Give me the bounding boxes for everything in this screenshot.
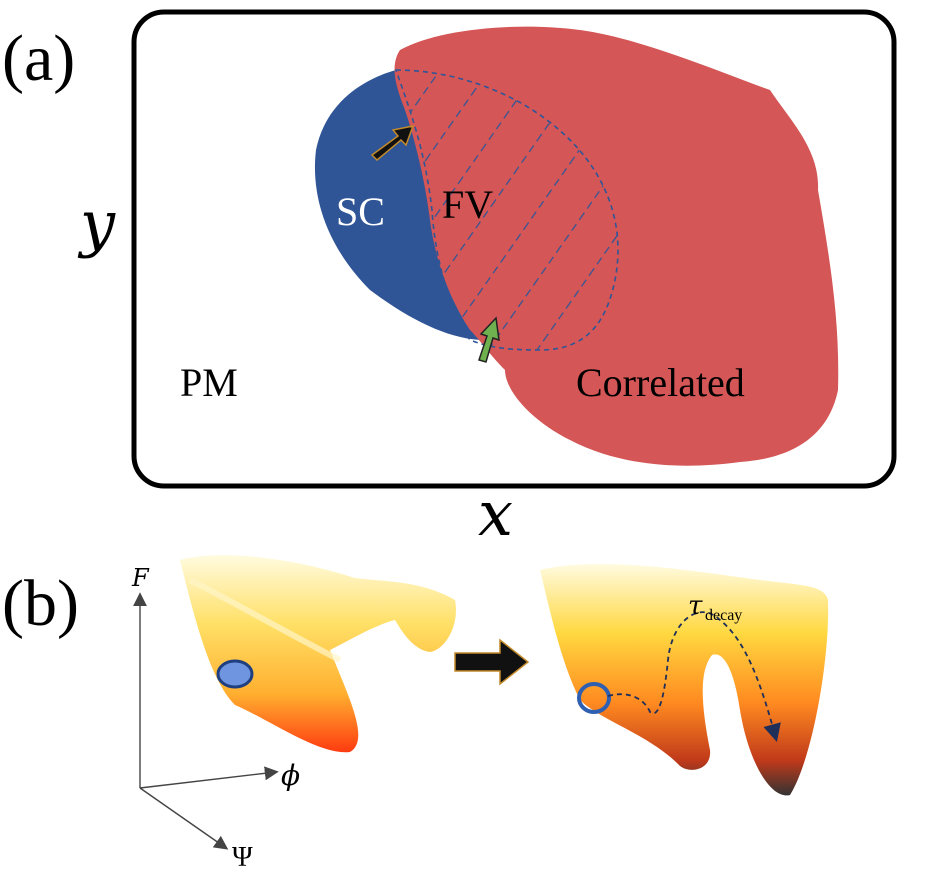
free-energy-axes <box>133 592 279 850</box>
decayed-free-energy-landscape: τ decay <box>540 564 829 796</box>
green-arrow <box>478 316 500 363</box>
fv-label: FV <box>442 182 493 227</box>
black-arrow <box>370 125 415 162</box>
metastable-state-ring <box>577 682 611 714</box>
psi-axis-label: Ψ <box>232 842 253 873</box>
pm-label: PM <box>180 360 238 405</box>
decay-path <box>607 611 781 742</box>
correlated-label: Correlated <box>576 360 745 405</box>
panel-a-label: (a) <box>2 22 75 95</box>
panel-a: (a) SC FV PM Correlated y x <box>2 9 897 550</box>
tau-symbol: τ <box>688 591 703 621</box>
sc-label: SC <box>336 189 385 234</box>
system-state-ball <box>216 659 254 689</box>
fv-region <box>394 69 619 351</box>
panel-b: (b) F ϕ Ψ τ decay <box>2 555 829 873</box>
y-axis-label: y <box>77 187 116 260</box>
transition-arrow <box>454 638 530 686</box>
panel-b-label: (b) <box>2 567 79 640</box>
phi-axis-label: ϕ <box>281 759 300 792</box>
tau-subscript: decay <box>705 607 742 624</box>
x-axis-label: x <box>478 477 513 550</box>
f-axis-label: F <box>131 564 150 592</box>
initial-free-energy-landscape <box>180 555 456 753</box>
